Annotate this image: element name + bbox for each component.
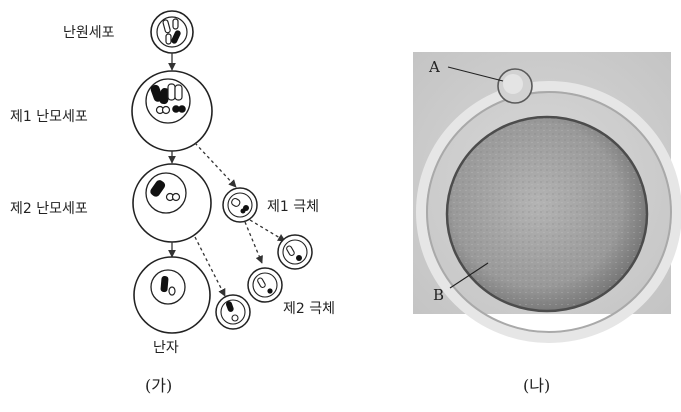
arrow-first-polar-to-second-polar-left — [244, 221, 263, 264]
first-polar-body-label: 제1 극체 — [267, 199, 319, 215]
pointer-a — [447, 66, 504, 82]
first-polar-body-cell — [222, 187, 258, 223]
pointer-b — [449, 262, 489, 289]
label-a: A — [428, 58, 440, 76]
arrow-secondary-to-second-polar-body — [194, 236, 226, 297]
primary-oocyte-cell — [131, 70, 213, 152]
egg-photograph — [413, 52, 681, 343]
oogonium-label: 난원세포 — [63, 25, 115, 41]
secondary-oocyte-cell — [132, 163, 212, 243]
label-b: B — [433, 286, 444, 304]
ovum-label: 난자 — [153, 340, 179, 356]
second-polar-body-label: 제2 극체 — [283, 301, 335, 317]
second-polar-body-lower — [247, 267, 283, 303]
primary-oocyte-label: 제1 난모세포 — [10, 109, 88, 125]
second-polar-body-from-secondary — [215, 294, 251, 330]
ovum-cell — [133, 256, 211, 334]
panel-b-caption: (나) — [523, 376, 550, 395]
oogonium-cell — [150, 10, 194, 54]
panel-b: A B (나) — [413, 52, 681, 395]
arrow-first-polar-to-second-polar-right — [249, 219, 286, 242]
second-polar-body-upper — [277, 234, 313, 270]
panel-a-caption: (가) — [145, 376, 172, 395]
arrow-primary-to-first-polar-body — [194, 142, 237, 188]
secondary-oocyte-label: 제2 난모세포 — [10, 201, 88, 217]
panel-a: 난원세포 제1 난모세포 제2 난모세포 — [10, 10, 335, 395]
